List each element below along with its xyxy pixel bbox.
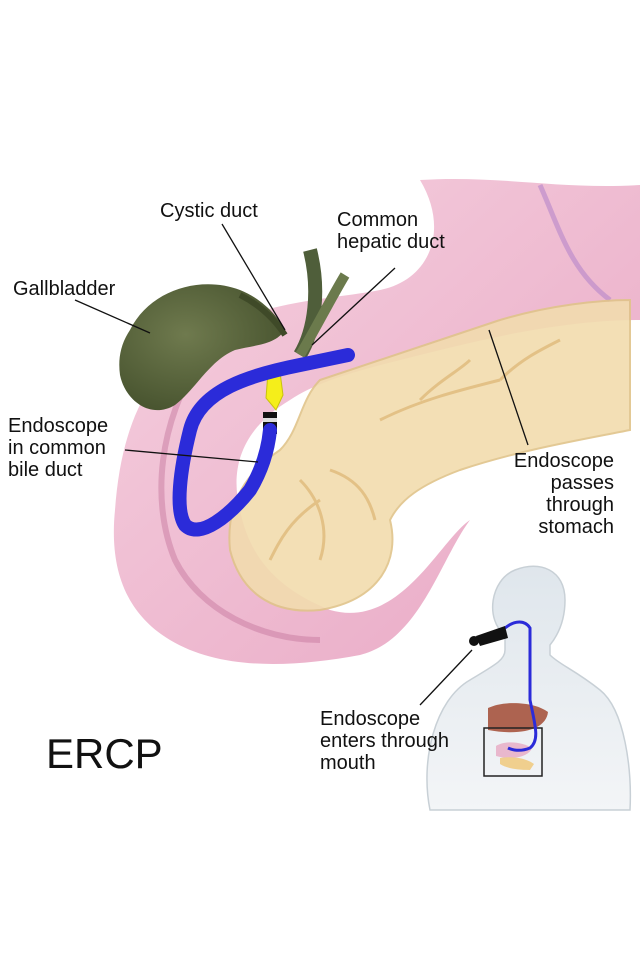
label-line: hepatic duct — [337, 231, 445, 253]
leader-lines — [74, 223, 529, 706]
pancreas-organ-icon — [228, 298, 631, 612]
label-common-hepatic-duct: Common hepatic duct — [337, 209, 445, 253]
label-line: enters through — [320, 730, 449, 752]
label-endoscope-bile-duct: Endoscope in common bile duct — [8, 415, 108, 481]
label-line: stomach — [538, 516, 614, 538]
label-endoscope-mouth: Endoscope enters through mouth — [320, 708, 449, 774]
label-line: through — [546, 494, 614, 516]
diagram-title: ERCP — [46, 730, 163, 777]
label-line: mouth — [320, 752, 376, 774]
label-endoscope-stomach: Endoscope passes through stomach — [514, 450, 614, 538]
hepatic-duct — [293, 248, 350, 359]
label-line: in common — [8, 437, 106, 459]
endoscope-handle-icon — [469, 626, 508, 646]
endoscope-tube-icon — [172, 348, 355, 537]
label-cystic-duct: Cystic duct — [160, 200, 258, 222]
label-line: passes — [550, 472, 614, 494]
label-line: Endoscope — [513, 450, 614, 472]
label-line: Endoscope — [320, 708, 421, 730]
label-gallbladder: Gallbladder — [13, 278, 116, 300]
label-line: Common — [337, 209, 419, 231]
label-line: Endoscope — [8, 415, 109, 437]
endoscope-tube-body-icon — [504, 620, 538, 752]
gallbladder-organ-icon — [119, 284, 288, 411]
label-line: bile duct — [8, 459, 83, 481]
